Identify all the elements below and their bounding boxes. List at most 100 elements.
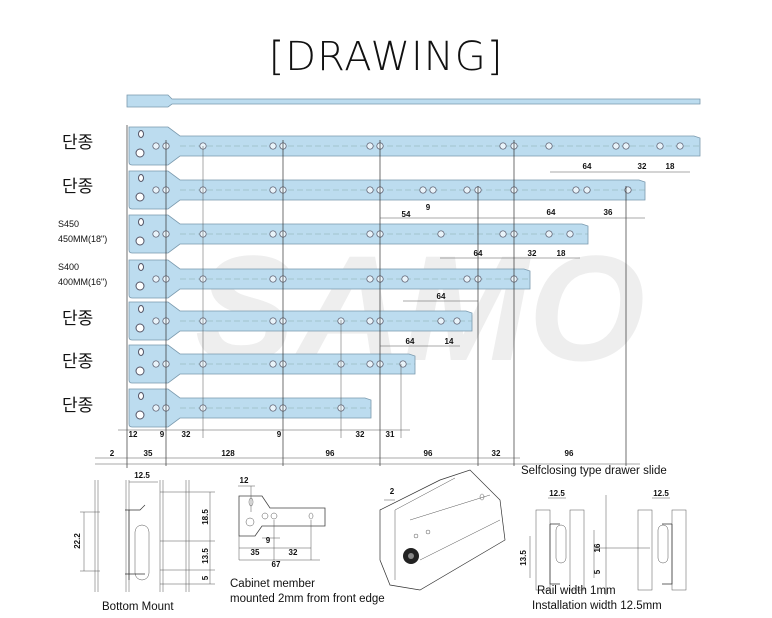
dim-label: 32 — [528, 249, 537, 258]
dim-label: 32 — [356, 430, 365, 439]
rail-hole — [152, 142, 160, 150]
cabinet-member-caption-1: Cabinet member — [230, 578, 315, 590]
row-label-2: 단종 — [62, 177, 93, 197]
rail-hole — [269, 360, 277, 368]
selfclosing-caption: Selfclosing type drawer slide — [521, 465, 667, 477]
reference-lines — [95, 140, 690, 466]
rail-hole — [269, 404, 277, 412]
mounting-hole — [135, 410, 145, 420]
row-label-4-size: 400MM(16") — [58, 277, 107, 287]
rail-section-figure: 12.5 12.5 13.5 16 5 Rail width 1mm Insta… — [519, 489, 687, 612]
dim-label: 13.5 — [519, 550, 528, 566]
bottom-mount-figure: 12.5 22.2 18.5 13.5 5 Bottom Mount — [73, 471, 215, 613]
dim-label: 16 — [593, 543, 602, 552]
dim-label: 9 — [277, 430, 282, 439]
rail-hole — [656, 142, 664, 150]
dim-label: 12.5 — [549, 489, 565, 498]
rail-hole — [566, 230, 574, 238]
mounting-hole — [135, 366, 145, 376]
dim-label: 12.5 — [653, 489, 669, 498]
dim-label: 64 — [474, 249, 483, 258]
rail-hole — [152, 317, 160, 325]
rail-hole — [269, 142, 277, 150]
rail-hole — [269, 186, 277, 194]
mounting-hole — [135, 148, 145, 158]
rail-hole — [152, 360, 160, 368]
dim-label: 32 — [492, 449, 501, 458]
dim-label: 5 — [201, 575, 210, 580]
rail-hole — [453, 317, 461, 325]
dim-label: 64 — [437, 292, 446, 301]
dim-label: 54 — [402, 210, 411, 219]
dim-label: 35 — [251, 548, 260, 557]
row-label-7: 단종 — [62, 396, 93, 416]
rail-hole — [152, 404, 160, 412]
rail-hole — [152, 186, 160, 194]
dim-label: 96 — [326, 449, 335, 458]
rail-hole — [366, 230, 374, 238]
top-profile-rail — [126, 94, 701, 108]
rail-hole — [624, 186, 632, 194]
dim-label: 12 — [240, 476, 249, 485]
dim-label: 32 — [182, 430, 191, 439]
rails-group — [128, 126, 701, 428]
rail-hole — [545, 142, 553, 150]
rail-hole — [419, 186, 427, 194]
rail-hole — [269, 230, 277, 238]
row-label-6: 단종 — [62, 352, 93, 372]
mounting-slot — [138, 263, 144, 271]
dim-label: 128 — [221, 449, 235, 458]
page-title: [DRAWING] — [268, 34, 504, 80]
rail-hole — [437, 317, 445, 325]
dim-label: 14 — [445, 337, 454, 346]
dim-label: 22.2 — [73, 533, 82, 549]
mounting-slot — [138, 348, 144, 356]
row-label-5: 단종 — [62, 309, 93, 329]
dim-label: 67 — [272, 560, 281, 569]
dim-label: 32 — [289, 548, 298, 557]
dim-label: 64 — [406, 337, 415, 346]
row-label-1: 단종 — [62, 133, 93, 153]
dim-label: 9 — [266, 536, 271, 545]
mounting-slot — [138, 305, 144, 313]
mounting-slot — [138, 174, 144, 182]
dim-label: 5 — [593, 569, 602, 574]
dim-label: 32 — [638, 162, 647, 171]
rail-hole — [583, 186, 591, 194]
dim-label: 2 — [390, 487, 395, 496]
dim-label: 18 — [557, 249, 566, 258]
dim-label: 9 — [426, 203, 431, 212]
rail-hole — [463, 186, 471, 194]
bottom-mount-caption: Bottom Mount — [102, 601, 174, 613]
rail-hole — [269, 275, 277, 283]
rail-hole — [429, 186, 437, 194]
isometric-view-figure: 2 — [379, 469, 506, 591]
mounting-hole — [135, 281, 145, 291]
dim-label: 31 — [386, 430, 395, 439]
rail-width-caption: Rail width 1mm — [537, 585, 616, 597]
dim-label: 12.5 — [134, 471, 150, 480]
installation-width-caption: Installation width 12.5mm — [532, 600, 662, 612]
mounting-hole — [135, 236, 145, 246]
cabinet-member-figure: 12 9 35 32 67 Cabinet member mounted 2mm… — [230, 476, 385, 605]
dim-label: 64 — [547, 208, 556, 217]
row-label-4-model: S400 — [58, 262, 79, 272]
rail-hole — [366, 275, 374, 283]
rail-hole — [499, 230, 507, 238]
cabinet-member-caption-2: mounted 2mm from front edge — [230, 593, 385, 605]
dim-label: 96 — [565, 449, 574, 458]
dim-label: 36 — [604, 208, 613, 217]
mounting-slot — [138, 130, 144, 138]
dim-label: 13.5 — [201, 548, 210, 564]
rail-hole — [269, 317, 277, 325]
rail-hole — [366, 142, 374, 150]
dim-label: 2 — [110, 449, 115, 458]
rail-hole — [366, 186, 374, 194]
rail-hole — [463, 275, 471, 283]
mounting-hole — [135, 323, 145, 333]
dim-label: 12 — [129, 430, 138, 439]
mounting-hole — [135, 192, 145, 202]
rail-hole — [545, 230, 553, 238]
rail-hole — [152, 275, 160, 283]
rail-hole — [152, 230, 160, 238]
